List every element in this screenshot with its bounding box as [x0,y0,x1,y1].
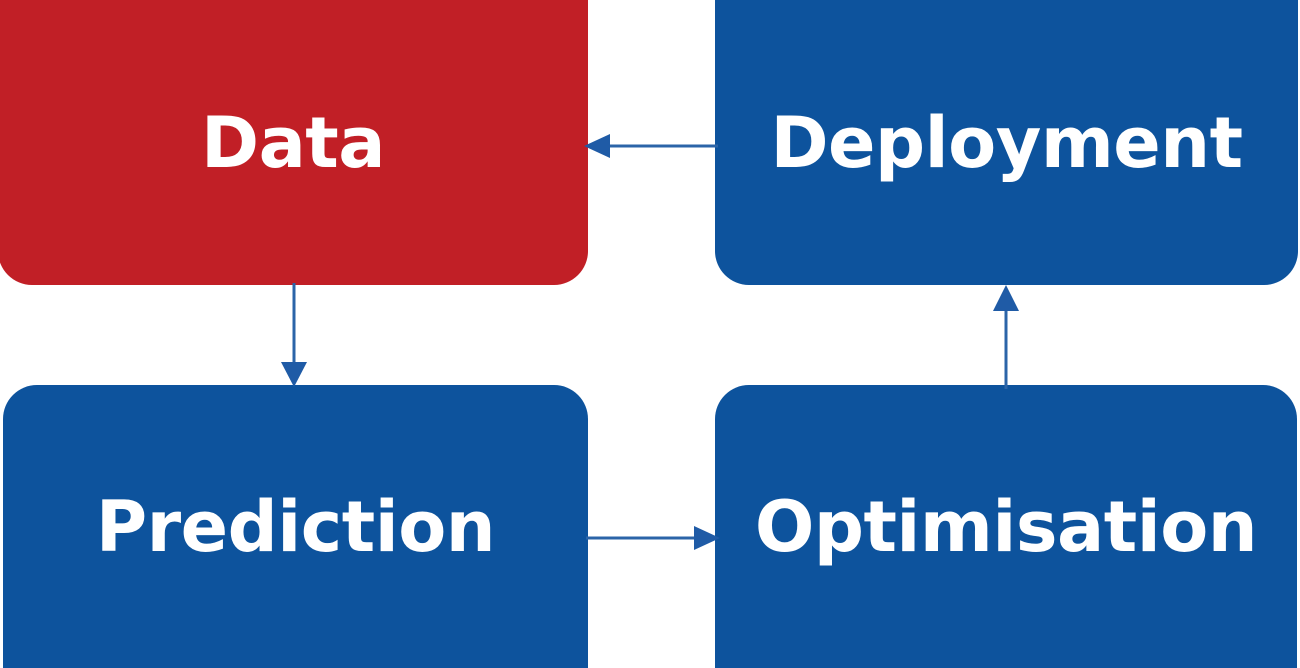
arrow-head-down [281,362,307,387]
node-optimisation-label: Optimisation [754,485,1258,568]
node-deployment[interactable]: Deployment [715,0,1298,285]
arrow-optimisation-to-deployment [993,285,1019,389]
arrow-head-up [993,285,1019,311]
node-prediction-label: Prediction [95,485,496,568]
arrow-head-right [694,526,720,550]
arrow-head-left [584,134,610,158]
arrow-deployment-to-data [584,134,718,158]
node-deployment-label: Deployment [770,101,1243,184]
node-prediction[interactable]: Prediction [3,385,588,668]
arrow-prediction-to-optimisation [586,526,720,550]
arrow-data-to-prediction [281,283,307,387]
node-optimisation[interactable]: Optimisation [715,385,1297,668]
node-data[interactable]: Data [0,0,588,285]
node-data-label: Data [200,101,386,184]
